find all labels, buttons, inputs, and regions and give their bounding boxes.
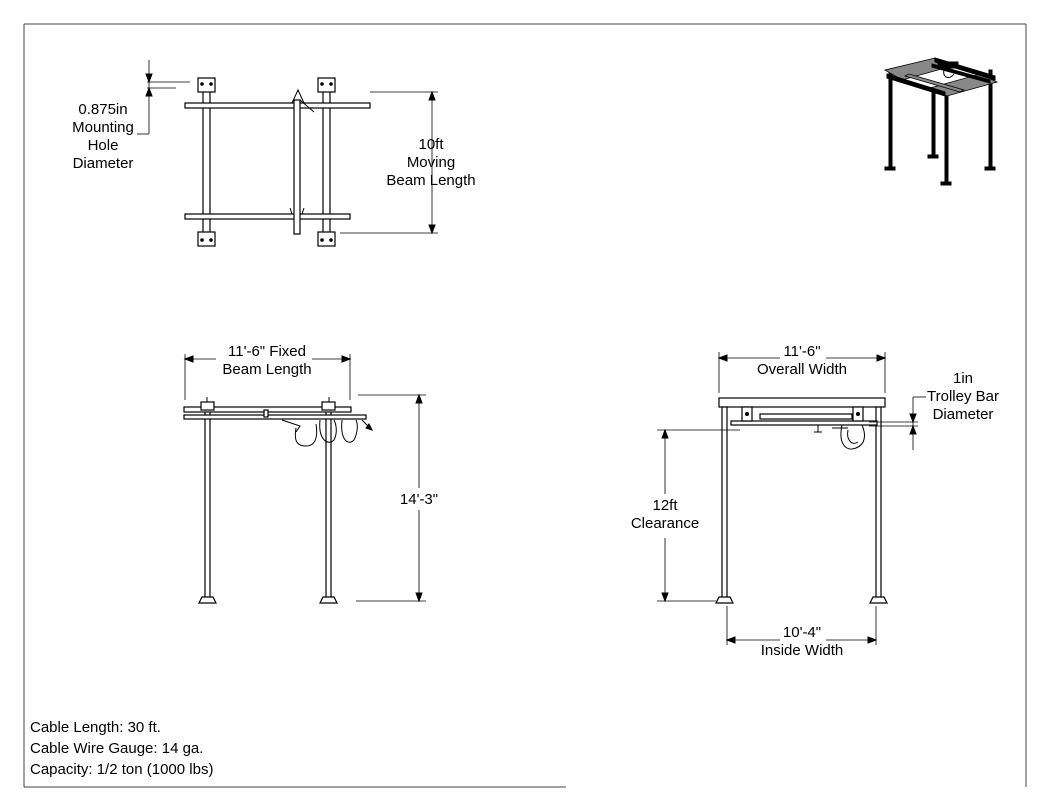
mounting-hole-label: 0.875in Mounting Hole Diameter bbox=[72, 101, 134, 172]
overall-width-label: 11'-6" Overall Width bbox=[756, 343, 848, 378]
capacity-note: Capacity: 1/2 ton (1000 lbs) bbox=[30, 761, 214, 778]
front-view bbox=[657, 352, 926, 645]
clearance-label: 12ft Clearance bbox=[630, 497, 700, 532]
cable-length-note: Cable Length: 30 ft. bbox=[30, 719, 161, 736]
isometric-gantry-icon bbox=[883, 57, 999, 186]
cable-gauge-note: Cable Wire Gauge: 14 ga. bbox=[30, 740, 204, 757]
spec-notes: Cable Length: 30 ft. Cable Wire Gauge: 1… bbox=[30, 717, 213, 780]
total-height-label: 14'-3" bbox=[399, 491, 439, 508]
inside-width-label: 10'-4" Inside Width bbox=[760, 624, 844, 659]
side-view bbox=[183, 354, 426, 604]
sheet-border bbox=[23, 23, 1027, 788]
top-view bbox=[137, 60, 438, 247]
trolley-bar-diameter-label: 1in Trolley Bar Diameter bbox=[927, 370, 999, 423]
moving-beam-length-label: 10ft Moving Beam Length bbox=[386, 136, 476, 189]
fixed-beam-length-label: 11'-6" Fixed Beam Length bbox=[222, 343, 312, 378]
